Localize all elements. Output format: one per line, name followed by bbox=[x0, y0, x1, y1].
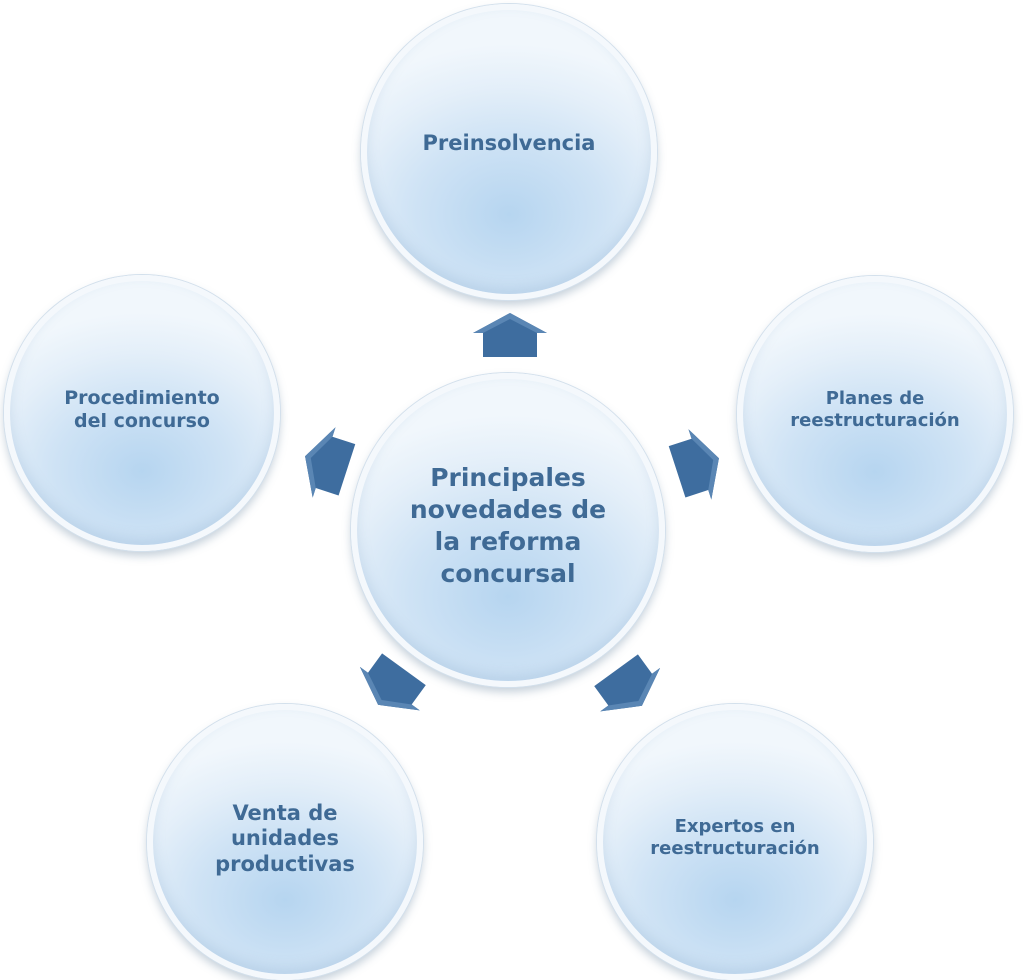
arrow-to-expertos bbox=[586, 648, 672, 727]
node-label: Venta de unidades productivas bbox=[215, 800, 355, 876]
node-label: Expertos en reestructuración bbox=[650, 816, 820, 859]
arrow-to-venta bbox=[348, 647, 434, 726]
arrow-to-planes bbox=[666, 423, 731, 507]
node-procedimiento-del-concurso: Procedimiento del concurso bbox=[4, 275, 280, 551]
node-preinsolvencia: Preinsolvencia bbox=[361, 4, 657, 300]
node-venta-de-unidades-productivas: Venta de unidades productivas bbox=[147, 704, 423, 980]
node-expertos-en-reestructuracion: Expertos en reestructuración bbox=[597, 704, 873, 980]
arrow-to-preinsolvencia bbox=[473, 313, 547, 357]
node-label: Preinsolvencia bbox=[422, 131, 596, 156]
node-label: Procedimiento del concurso bbox=[64, 386, 220, 432]
arrow-to-procedimiento bbox=[294, 421, 359, 505]
node-planes-de-reestructuracion: Planes de reestructuración bbox=[737, 276, 1013, 552]
center-node: Principales novedades de la reforma conc… bbox=[351, 373, 665, 687]
center-label: Principales novedades de la reforma conc… bbox=[409, 463, 607, 588]
node-label: Planes de reestructuración bbox=[790, 388, 960, 431]
